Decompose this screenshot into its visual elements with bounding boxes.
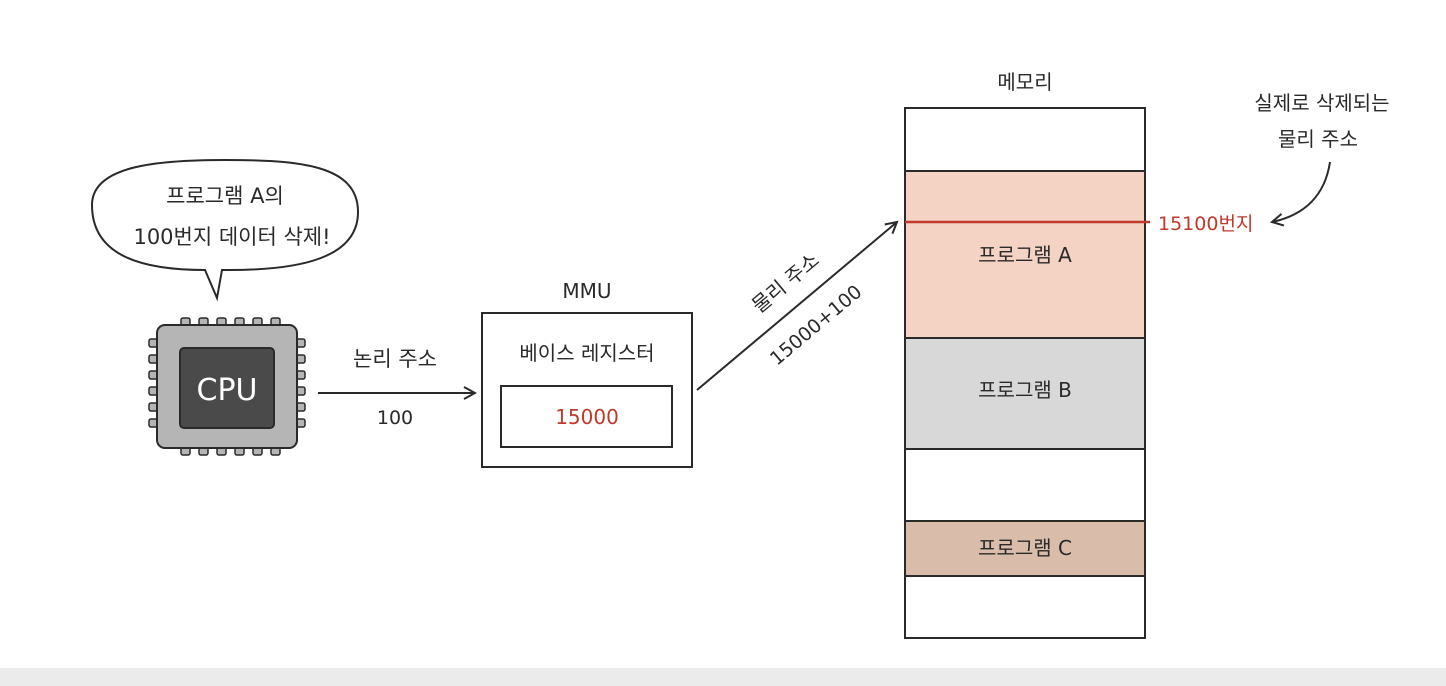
memory-column: 메모리 프로그램 A 프로그램 B 프로그램 C 15100번지 [904,70,1253,639]
logical-address-arrow: 논리 주소 100 [318,347,475,429]
cpu-label: CPU [197,373,258,408]
speech-bubble: 프로그램 A의 100번지 데이터 삭제! [90,158,360,302]
memory-block-program-a-label: 프로그램 A [978,243,1072,267]
base-register-box [500,385,673,448]
bottom-bar [0,668,1446,686]
annotation-line2: 물리 주소 [1278,127,1358,151]
mmu-title: MMU [562,279,611,303]
memory-block-program-a [904,170,1146,339]
speech-bubble-line2: 100번지 데이터 삭제! [133,225,330,249]
base-register-label: 베이스 레지스터 [519,341,654,365]
memory-block-program-b [904,337,1146,450]
annotation-line1: 실제로 삭제되는 [1254,91,1389,115]
logical-address-value: 100 [377,407,413,429]
cpu-chip: CPU [148,317,306,456]
physical-address-arrow: 물리 주소 15000+100 [696,222,897,391]
annotation: 실제로 삭제되는 물리 주소 [1254,91,1390,222]
mmu-box: MMU 베이스 레지스터 15000 [481,279,693,468]
physical-address-line-label: 15100번지 [1158,213,1253,235]
memory-block-program-b-label: 프로그램 B [978,378,1072,402]
annotation-arrow [1272,161,1331,222]
base-register-value: 15000 [555,405,619,429]
speech-bubble-line1: 프로그램 A의 [166,184,284,208]
memory-block-program-c-label: 프로그램 C [978,536,1072,560]
memory-block-program-c [904,520,1146,577]
diagram-canvas: 프로그램 A의 100번지 데이터 삭제! CPU 논리 주소 100 MMU … [90,70,1390,639]
physical-address-label: 물리 주소 [747,248,824,318]
memory-title: 메모리 [997,70,1052,94]
logical-address-label: 논리 주소 [353,347,437,371]
